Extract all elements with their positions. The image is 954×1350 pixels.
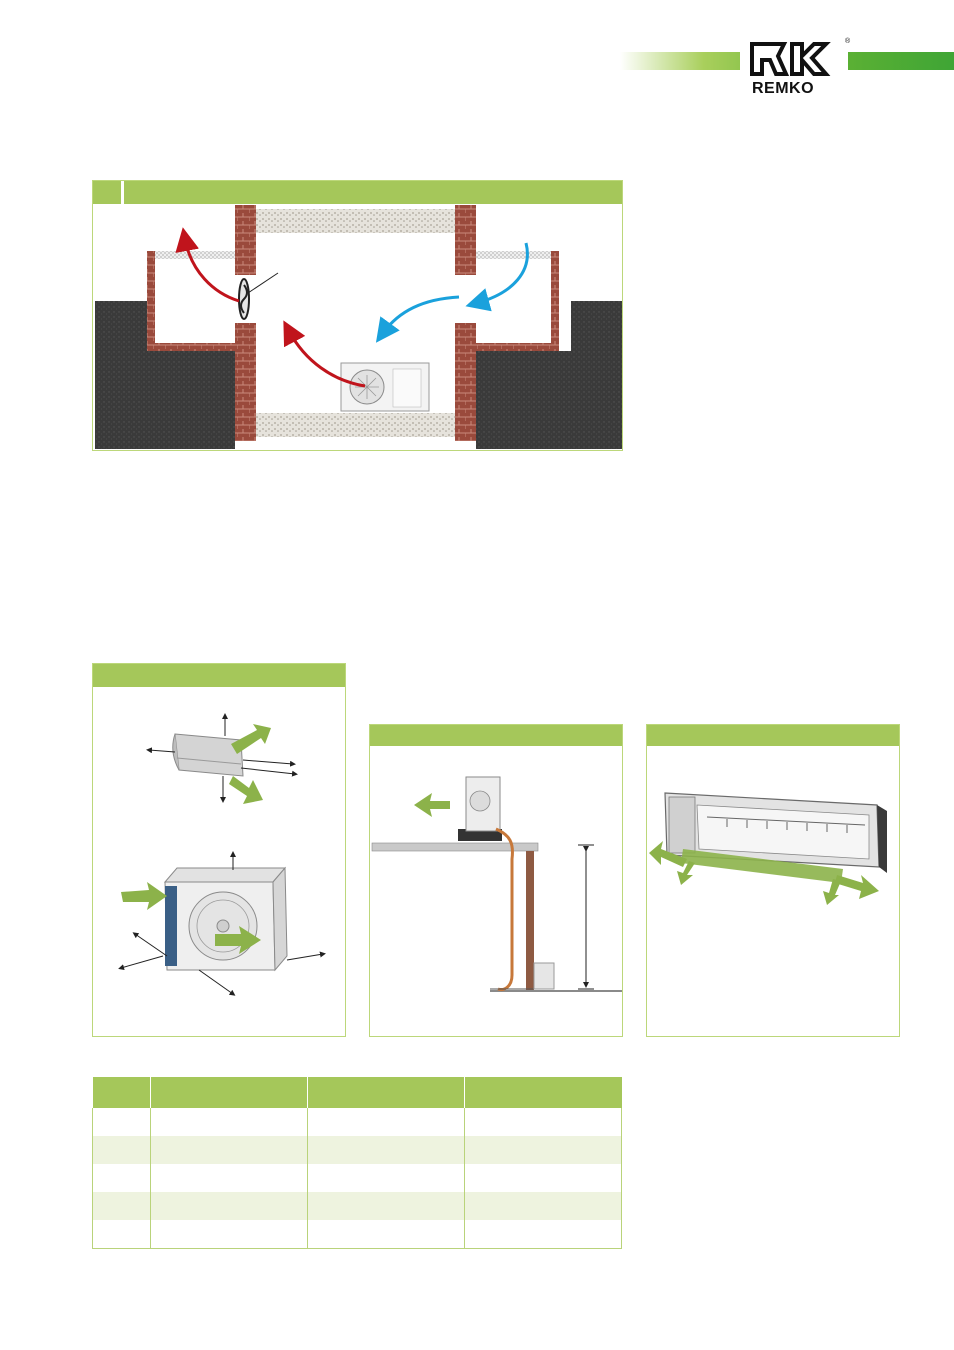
figure-cellar-airflow: [92, 180, 623, 451]
table-cell: [93, 1220, 151, 1249]
figure-air-clearances: [92, 663, 346, 1037]
table-cell: [151, 1164, 308, 1192]
registered-mark: ®: [845, 38, 850, 45]
specs-header-cell: [464, 1077, 621, 1108]
table-row: [93, 1192, 622, 1220]
clearance-diagram: [93, 664, 347, 1038]
table-cell: [464, 1192, 621, 1220]
table-row: [93, 1164, 622, 1192]
logo-wordmark: REMKO: [752, 80, 814, 98]
table-row: [93, 1136, 622, 1164]
specs-header-cell: [93, 1077, 151, 1108]
specs-header-cell: [307, 1077, 464, 1108]
height-diagram: [370, 725, 624, 1038]
table-cell: [93, 1108, 151, 1136]
table-cell: [464, 1136, 621, 1164]
table-cell: [464, 1220, 621, 1249]
table-cell: [151, 1220, 308, 1249]
table-cell: [307, 1108, 464, 1136]
table-cell: [464, 1164, 621, 1192]
table-cell: [151, 1136, 308, 1164]
table-cell: [464, 1108, 621, 1136]
table-cell: [307, 1192, 464, 1220]
indoor-unit-diagram: [647, 725, 901, 1038]
table-cell: [93, 1192, 151, 1220]
table-cell: [93, 1136, 151, 1164]
table-row: [93, 1108, 622, 1136]
table-cell: [151, 1192, 308, 1220]
table-cell: [307, 1220, 464, 1249]
cellar-diagram: [93, 181, 624, 452]
table-cell: [307, 1164, 464, 1192]
specs-table: [92, 1077, 622, 1249]
table-cell: [151, 1108, 308, 1136]
figure-height-difference: [369, 724, 623, 1037]
figure-indoor-airflow: [646, 724, 900, 1037]
table-row: [93, 1220, 622, 1249]
specs-table-header-row: [93, 1077, 622, 1108]
specs-header-cell: [151, 1077, 308, 1108]
table-cell: [93, 1164, 151, 1192]
table-cell: [307, 1136, 464, 1164]
